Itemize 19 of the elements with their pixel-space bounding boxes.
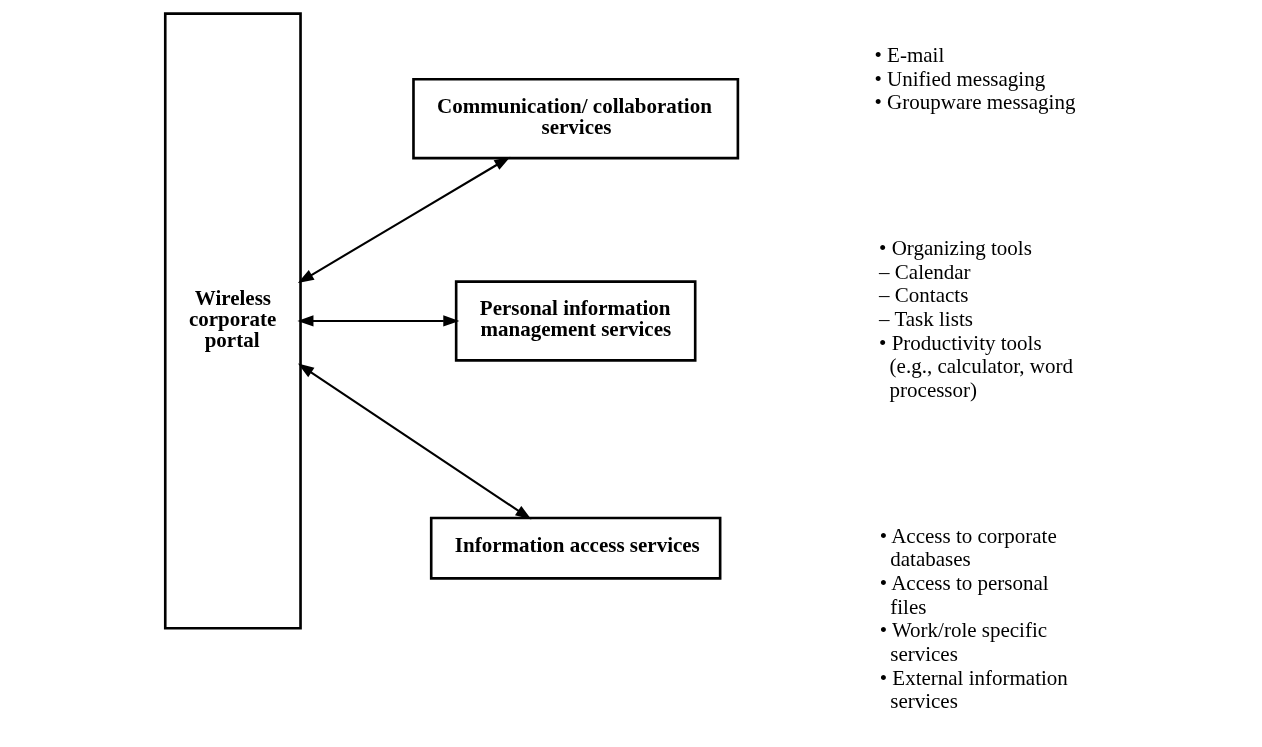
node-label: • Unified messaging [873,66,1045,91]
node-label: • Access to personal files [879,570,1049,619]
node-label: • Organizing tools [878,236,1032,261]
node-box: Information access services [429,516,721,580]
node-box: Wireless corporate portal [163,12,302,630]
arrow [297,156,510,284]
node-label: – Contacts [878,283,968,308]
node-box: Personal information management services [454,280,696,362]
node-label: • Access to corporate databases [879,523,1057,572]
node-label: – Calendar [878,259,971,284]
arrow [296,315,459,327]
node-label: – Task lists [878,306,973,331]
arrow [297,363,531,520]
node-label: • E-mail [873,42,944,67]
node-label: • Groupware messaging [873,90,1075,115]
node-label: • External information services [879,665,1068,714]
node-box: Communication/ collaboration services [411,78,739,160]
node-label: • Productivity tools (e.g., calculator, word processor) [878,330,1073,402]
node-label: • Work/role specific services [879,618,1047,666]
